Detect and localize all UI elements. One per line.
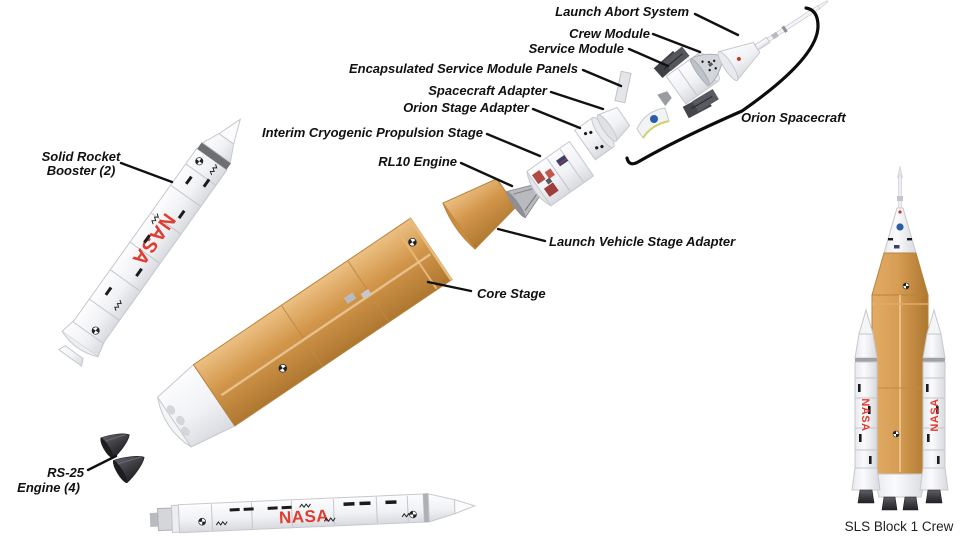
sls-assembled-rocket: NASA NASA (851, 165, 949, 511)
leader-launch-abort-system (693, 12, 740, 37)
nasa-meatball-logo (650, 115, 658, 123)
srb-nose-cone (218, 118, 242, 145)
label-core-stage: Core Stage (477, 286, 546, 301)
lvsa-graphic (442, 178, 517, 250)
label-rs25-line2: Engine (4) (17, 480, 80, 495)
leader-core-stage (426, 280, 473, 293)
label-rs25-line1: RS-25 (47, 465, 85, 480)
label-rl10-engine: RL10 Engine (378, 154, 457, 169)
labels: Launch Abort System Crew Module Service … (17, 4, 953, 534)
label-orion-spacecraft: Orion Spacecraft (741, 110, 846, 125)
leader-spacecraft-adapter (549, 90, 605, 111)
label-lvsa: Launch Vehicle Stage Adapter (549, 234, 736, 249)
core-stage-graphic (156, 217, 453, 448)
orion-stage-adapter-graphic (573, 116, 615, 161)
label-launch-abort-system: Launch Abort System (555, 4, 689, 19)
solid-rocket-booster-bottom: NASA (149, 493, 477, 534)
caption-sls-block-1-crew: SLS Block 1 Crew (845, 519, 954, 534)
leader-crew-module (651, 32, 702, 54)
core-systems-tunnel (220, 253, 431, 397)
leader-lvsa (496, 227, 547, 243)
label-esm-panels: Encapsulated Service Module Panels (349, 61, 578, 76)
solid-rocket-booster-exploded: NASA (57, 118, 242, 367)
assembled-lvsa (871, 252, 929, 296)
launch-abort-system-graphic (717, 0, 829, 82)
core-tank (192, 217, 453, 427)
leader-lines (86, 12, 740, 472)
leader-rl10 (459, 161, 514, 188)
sm-engine-nozzle (657, 91, 672, 107)
us-flag (894, 245, 900, 249)
orion-spacecraft-brace (625, 6, 820, 166)
icps-graphic (505, 140, 595, 219)
assembled-core-engine-section (873, 473, 927, 498)
leader-icps (485, 132, 542, 158)
leader-orion-stage-adapter (531, 107, 582, 130)
label-orion-stage-adapter: Orion Stage Adapter (403, 100, 530, 115)
leader-rs25 (86, 454, 118, 472)
label-icps: Interim Cryogenic Propulsion Stage (262, 125, 483, 140)
esm-panels-graphic (614, 70, 670, 139)
leader-esm-panels (581, 68, 623, 88)
nasa-worm-logo: NASA (859, 398, 871, 431)
nasa-worm-logo: NASA (279, 506, 330, 527)
spacecraft-adapter-graphic (596, 106, 631, 142)
rs25-engines-graphic (100, 433, 145, 484)
label-srb-line2: Booster (2) (47, 163, 116, 178)
label-spacecraft-adapter: Spacecraft Adapter (428, 83, 548, 98)
srb-nose-band (197, 142, 232, 170)
crew-module-graphic (689, 53, 723, 86)
leader-service-module (627, 47, 670, 68)
label-srb-line1: Solid Rocket (42, 149, 121, 164)
assembled-srb-right: NASA (919, 308, 949, 504)
sm-solar-arrays (653, 46, 719, 119)
assembled-las-tower (898, 175, 902, 211)
label-crew-module: Crew Module (569, 26, 650, 41)
nasa-worm-logo: NASA (929, 398, 941, 431)
assembled-srb-left: NASA (851, 308, 881, 504)
nasa-meatball-logo (896, 223, 904, 231)
label-service-module: Service Module (529, 41, 624, 56)
leader-srb (119, 161, 174, 184)
